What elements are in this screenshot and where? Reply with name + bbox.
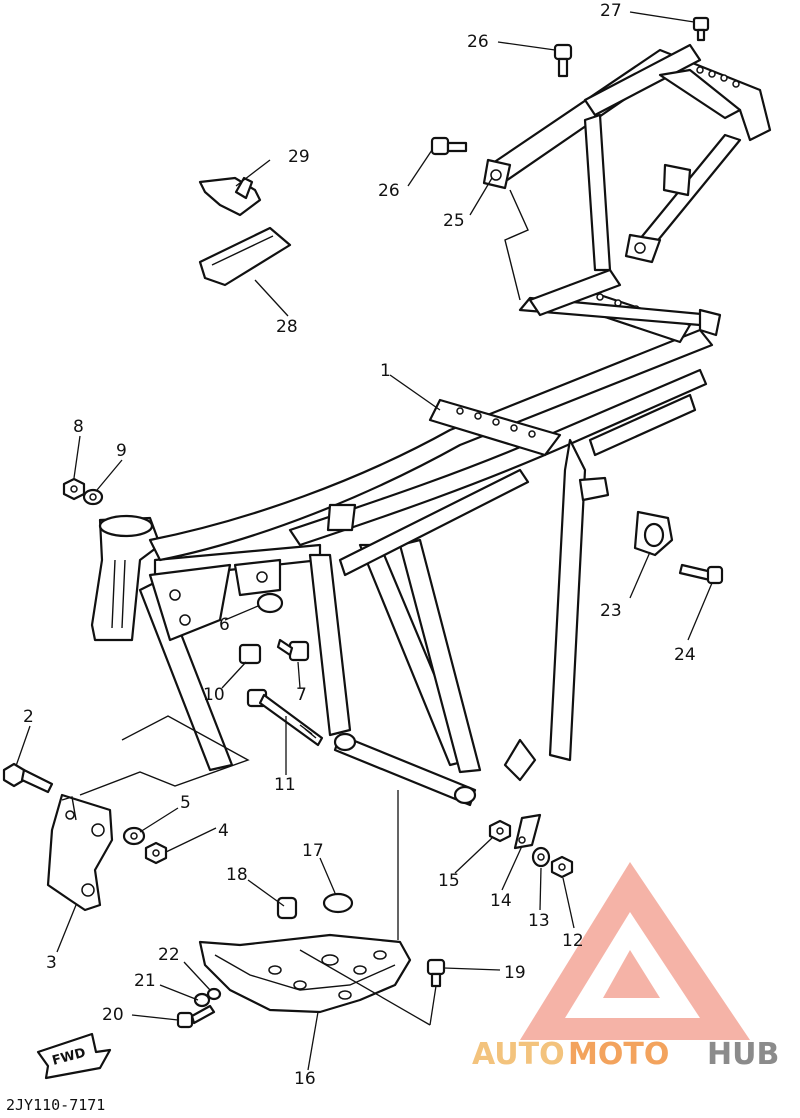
callout-18: 18 [226,865,248,885]
callout-22: 22 [158,945,180,965]
callout-3: 3 [46,953,57,973]
callout-6: 6 [219,615,230,635]
part-20-bolt [176,1004,216,1029]
diagram-code: 2JY110-7171 [6,1096,105,1114]
callouts: 27 26 29 26 25 28 1 8 9 6 10 7 11 2 5 4 … [23,1,696,1089]
part-19-bolt [426,958,446,988]
part-9-washer [82,488,104,506]
callout-2: 2 [23,707,34,727]
callout-13: 13 [528,911,550,931]
part-26-bolt-lower [430,136,468,156]
part-8-nut [62,477,86,501]
watermark: AUTO MOTO HUB [472,862,779,1072]
callout-10: 10 [203,685,225,705]
callout-12: 12 [562,931,584,951]
leader-lines [15,11,713,1071]
callout-9: 9 [116,441,127,461]
callout-8: 8 [73,417,84,437]
main-frame [90,268,722,807]
rear-subframe [482,43,772,272]
callout-4: 4 [218,821,229,841]
callout-29: 29 [288,147,310,167]
fwd-arrow: FWD [36,1032,112,1080]
callout-17: 17 [302,841,324,861]
part-18-grommet [276,896,298,920]
part-11-long-bolt [246,688,324,747]
part-28-pad [198,226,292,287]
callout-26-lower: 26 [378,181,400,201]
callout-1: 1 [380,361,391,381]
part-2-bolt [2,762,54,794]
part-13-washer [531,846,551,868]
part-3-bracket [46,793,114,912]
watermark-text-moto: MOTO [568,1037,669,1072]
part-12-nut [550,855,574,879]
part-16-skid-plate [198,933,412,1014]
part-14-bracket [513,813,542,850]
part-26-bolt-upper [553,43,573,78]
callout-21: 21 [134,971,156,991]
watermark-logo [520,862,750,1040]
part-4-nut [144,841,168,865]
part-24-bolt [678,563,724,585]
callout-20: 20 [102,1005,124,1025]
callout-16: 16 [294,1069,316,1089]
callout-14: 14 [490,891,512,911]
callout-7: 7 [296,685,307,705]
watermark-text-auto: AUTO [472,1037,565,1072]
part-10-nut [238,643,262,665]
watermark-text-hub: HUB [707,1037,779,1072]
part-5-washer [122,826,146,846]
part-22-washer [206,987,222,1001]
callout-15: 15 [438,871,460,891]
callout-23: 23 [600,601,622,621]
part-6-washer [256,592,284,614]
part-17-plug [322,892,354,914]
callout-5: 5 [180,793,191,813]
part-29-bracket [198,176,262,217]
callout-11: 11 [274,775,296,795]
callout-24: 24 [674,645,696,665]
callout-27: 27 [600,1,622,21]
part-7-bolt [276,638,310,662]
callout-25: 25 [443,211,465,231]
part-27-bolt [692,16,710,42]
callout-26-upper: 26 [467,32,489,52]
callout-19: 19 [504,963,526,983]
part-23-clamp [633,510,674,557]
part-21-washer [193,992,211,1008]
callout-28: 28 [276,317,298,337]
part-15-nut [488,819,512,843]
